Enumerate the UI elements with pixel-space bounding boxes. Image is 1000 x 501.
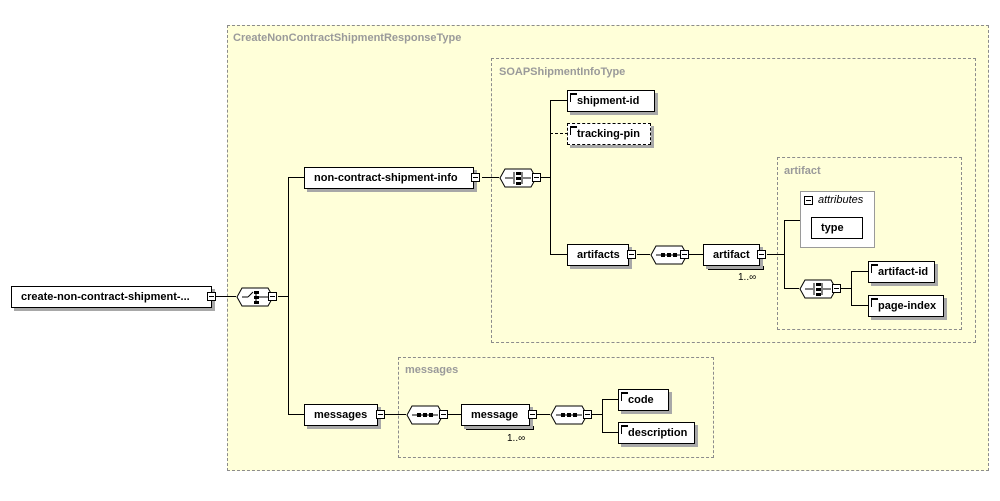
root-element-label: create-non-contract-shipment-... xyxy=(21,291,190,303)
messages-sequence-compositor-icon[interactable] xyxy=(406,405,444,425)
messages-element[interactable]: messages xyxy=(304,404,378,426)
root-expander-icon[interactable] xyxy=(207,292,216,301)
artifact-all-expander-icon[interactable] xyxy=(832,284,841,293)
shipment-id-label: shipment-id xyxy=(577,95,640,107)
shipment-id-element[interactable]: shipment-id xyxy=(567,90,655,112)
message-occurrence: 1..∞ xyxy=(507,433,526,444)
non-contract-expander-icon[interactable] xyxy=(471,173,480,182)
message-sequence-expander-icon[interactable] xyxy=(583,410,592,419)
page-index-element[interactable]: page-index xyxy=(868,295,944,317)
tracking-pin-doc-icon xyxy=(570,126,577,135)
messages-region-title: messages xyxy=(405,364,459,376)
message-expander-icon[interactable] xyxy=(528,410,537,419)
artifacts-label: artifacts xyxy=(577,249,620,261)
messages-label: messages xyxy=(314,409,368,421)
tracking-pin-label: tracking-pin xyxy=(577,128,640,140)
all-compositor-expander-icon[interactable] xyxy=(532,173,541,182)
artifact-occurrence: 1..∞ xyxy=(738,272,757,283)
type-attribute[interactable]: type xyxy=(811,217,863,239)
non-contract-shipment-info-label: non-contract-shipment-info xyxy=(314,172,458,184)
artifact-label: artifact xyxy=(713,249,750,261)
code-label: code xyxy=(628,394,654,406)
response-type-title: CreateNonContractShipmentResponseType xyxy=(233,32,462,44)
description-label: description xyxy=(628,427,688,439)
sequence-expander-icon[interactable] xyxy=(680,250,689,259)
message-element[interactable]: message xyxy=(461,404,534,430)
artifact-element[interactable]: artifact xyxy=(703,244,764,270)
attributes-expander-icon[interactable] xyxy=(804,196,813,205)
soap-type-title: SOAPShipmentInfoType xyxy=(499,66,626,78)
artifact-id-element[interactable]: artifact-id xyxy=(868,261,935,283)
sequence-compositor-icon[interactable] xyxy=(650,245,688,265)
code-doc-icon xyxy=(621,392,628,401)
attributes-label: attributes xyxy=(818,194,864,206)
description-element[interactable]: description xyxy=(618,422,695,444)
artifact-region xyxy=(777,157,962,330)
page-index-doc-icon xyxy=(871,298,878,307)
choice-compositor-icon[interactable] xyxy=(236,287,274,307)
artifact-id-label: artifact-id xyxy=(878,266,929,278)
choice-expander-icon[interactable] xyxy=(268,292,277,301)
description-doc-icon xyxy=(621,425,628,434)
artifacts-expander-icon[interactable] xyxy=(627,250,636,259)
soap-type-region xyxy=(491,58,976,343)
message-label: message xyxy=(471,409,519,421)
tracking-pin-element[interactable]: tracking-pin xyxy=(567,123,651,145)
code-element[interactable]: code xyxy=(618,389,669,411)
all-compositor-icon[interactable] xyxy=(499,168,537,188)
shipment-id-doc-icon xyxy=(570,93,577,102)
artifact-expander-icon[interactable] xyxy=(757,250,766,259)
type-attribute-label: type xyxy=(821,222,844,234)
non-contract-shipment-info-element[interactable]: non-contract-shipment-info xyxy=(304,167,474,189)
root-element[interactable]: create-non-contract-shipment-... xyxy=(11,286,212,308)
artifact-region-title: artifact xyxy=(784,165,821,177)
messages-expander-icon[interactable] xyxy=(376,410,385,419)
artifact-all-compositor-icon[interactable] xyxy=(799,279,837,299)
artifacts-element[interactable]: artifacts xyxy=(567,244,629,266)
artifact-id-doc-icon xyxy=(871,264,878,273)
messages-sequence-expander-icon[interactable] xyxy=(439,410,448,419)
message-sequence-compositor-icon[interactable] xyxy=(550,405,588,425)
messages-region xyxy=(398,357,714,458)
page-index-label: page-index xyxy=(878,300,937,312)
